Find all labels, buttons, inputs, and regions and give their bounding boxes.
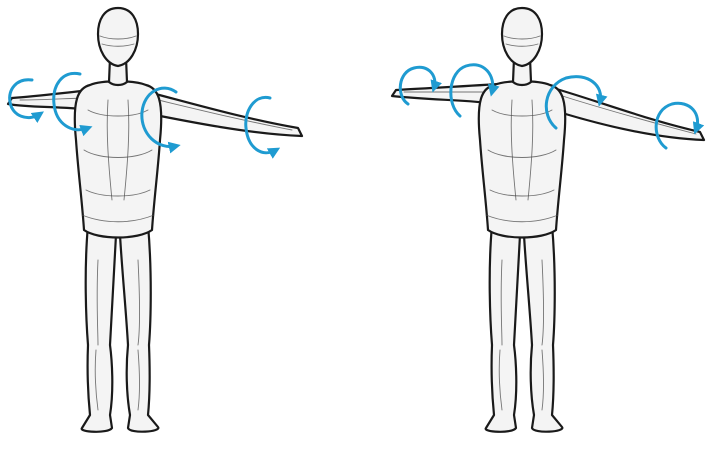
figure-left-body — [75, 8, 161, 432]
figure-left — [8, 8, 302, 432]
right-figure-left-arm — [546, 86, 704, 140]
figure-right-body — [479, 8, 565, 432]
figure-right — [392, 8, 704, 432]
left-figure-left-arm — [140, 90, 302, 136]
